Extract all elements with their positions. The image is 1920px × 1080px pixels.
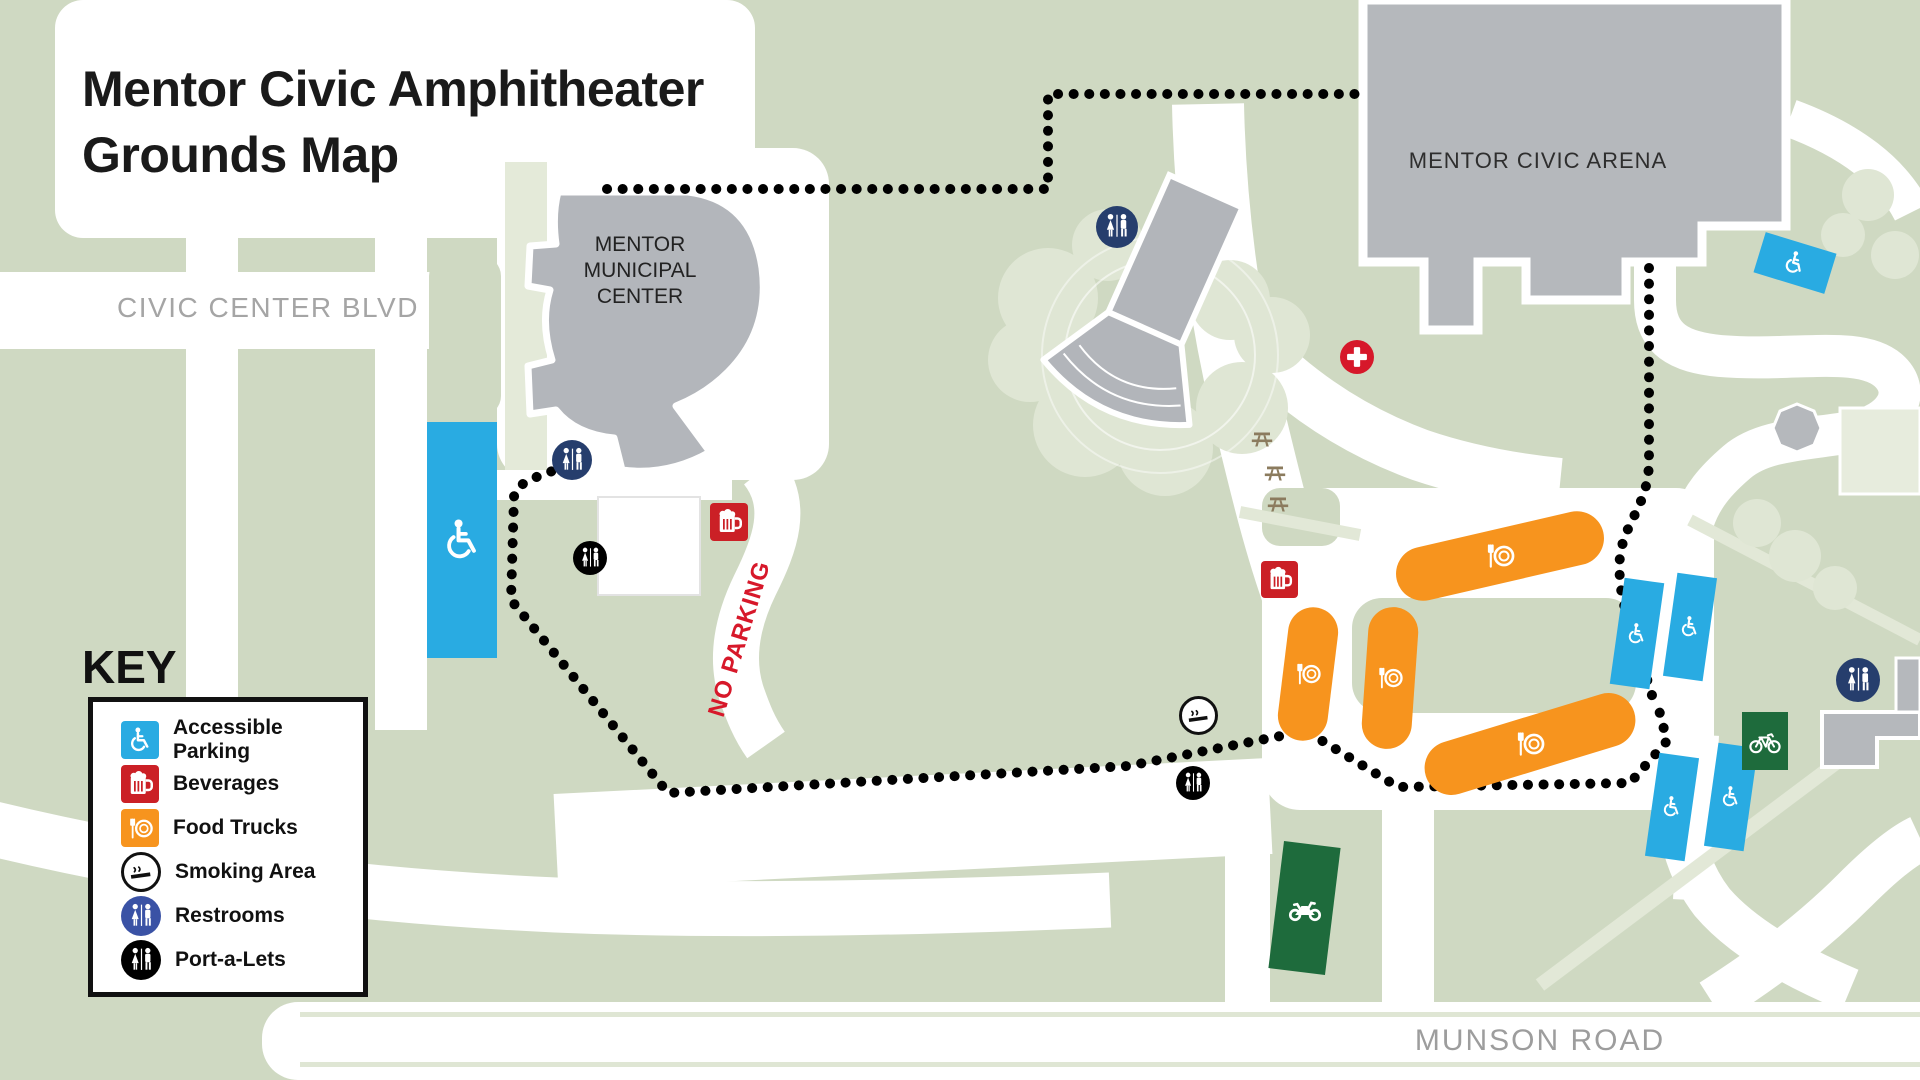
octagon-structure [1771,402,1823,454]
smoking-area [1179,696,1218,735]
picnic-table-3 [1266,491,1290,515]
map-key: Accessible Parking Beverages Food Trucks… [88,697,368,997]
beverages-station-west [710,503,748,541]
picnic-table-2 [1263,460,1287,484]
beverages-station-east [1261,561,1298,598]
key-item-smoking-area: Smoking Area [121,850,363,894]
restrooms-east [1836,658,1880,702]
port-a-lets-south [1176,766,1210,800]
road-label-civic-center-blvd: CIVIC CENTER BLVD [117,292,419,323]
key-item-port-a-lets: Port-a-Lets [121,938,363,982]
amphitheater-stage-building [1040,171,1247,429]
accessible-parking-icon [121,721,159,759]
small-white-building [597,496,701,596]
food-trucks-icon [1375,663,1405,693]
key-item-label: Beverages [173,772,280,795]
pale-walkways [505,162,1920,991]
lawn-blobs [988,169,1919,610]
civic-center-blvd-road [0,272,430,349]
accessible-parking-lot-west [427,422,497,658]
buildings-layer [524,0,1920,769]
beverages-icon [714,507,744,537]
key-item-label: Port-a-Lets [175,948,286,971]
key-item-label: Accessible Parking [173,716,283,763]
food-trucks-icon [121,809,159,847]
beverages-icon [121,765,159,803]
northeast-road [1783,100,1920,222]
beverages-icon [1265,565,1294,594]
accessible-parking-icon [439,517,485,563]
mentor-civic-arena-building [1358,0,1791,335]
accessible-parking-icon [1717,783,1744,810]
lower-promenade [553,758,1273,890]
smoking-area-icon [1185,702,1212,729]
picnic-table-icon [1250,426,1274,450]
corridor-branch [1222,317,1563,510]
court-pad [1838,406,1920,496]
southeast-building [1820,710,1920,769]
key-item-label: Smoking Area [175,860,316,883]
first-aid-station [1340,340,1374,374]
road-label-munson-road: MUNSON ROAD [1414,1024,1666,1057]
motorcycle-icon [1287,890,1323,926]
accessible-parking-icon [1658,793,1685,820]
dotted-path-north [602,89,1367,194]
food-truck-row-middle [1360,605,1420,751]
mentor-municipal-center-building [524,188,767,475]
key-item-food-trucks: Food Trucks [121,806,363,850]
green-islands [300,256,1920,1067]
south-road-a [1225,820,1270,1010]
restrooms-icon [558,446,587,475]
food-trucks-icon [1513,727,1547,761]
picnic-table-icon [1263,460,1287,484]
accessible-parking-icon [1779,247,1811,279]
building-label-civic-arena: MENTOR CIVIC ARENA [1408,148,1668,173]
accessible-parking-icon [1623,620,1650,647]
key-item-accessible-parking: Accessible Parking [121,716,363,763]
restrooms-icon [121,896,161,936]
restrooms-municipal-center [552,440,592,480]
page-title: Mentor Civic Amphitheater Grounds Map [82,56,704,188]
municipal-access-road [375,230,427,730]
south-road-b [1382,800,1434,1012]
key-item-restrooms: Restrooms [121,894,363,938]
munson-road-band [262,1002,1920,1080]
dotted-path-south [505,461,1673,799]
no-parking-road [713,455,801,759]
bike-parking [1742,712,1788,770]
port-a-lets-icon [578,546,603,571]
lot-island [1352,598,1636,713]
port-a-lets-icon [121,940,161,980]
key-item-label: Restrooms [175,904,285,927]
key-item-beverages: Beverages [121,762,363,806]
restrooms-icon [1843,665,1874,696]
page-title-line1: Mentor Civic Amphitheater [82,61,704,117]
port-a-lets-west [573,541,607,575]
food-trucks-icon [1293,659,1323,689]
key-title: KEY [82,641,177,693]
picnic-table-icon [1266,491,1290,515]
port-a-lets-icon [1181,771,1206,796]
bicycle-icon [1748,724,1782,758]
food-trucks-icon [1483,539,1517,573]
page-title-line2: Grounds Map [82,127,399,183]
building-label-municipal-center: MENTOR MUNICIPAL CENTER [583,233,697,308]
first-aid-cross-icon [1343,343,1371,371]
key-item-label: Food Trucks [173,816,298,839]
munson-east-curve [1699,817,1920,1022]
accessible-parking-icon [1676,613,1703,640]
restrooms-amphitheater [1096,206,1138,248]
picnic-table-1 [1250,426,1274,450]
restrooms-icon [1102,212,1132,242]
smoking-area-icon [121,852,161,892]
